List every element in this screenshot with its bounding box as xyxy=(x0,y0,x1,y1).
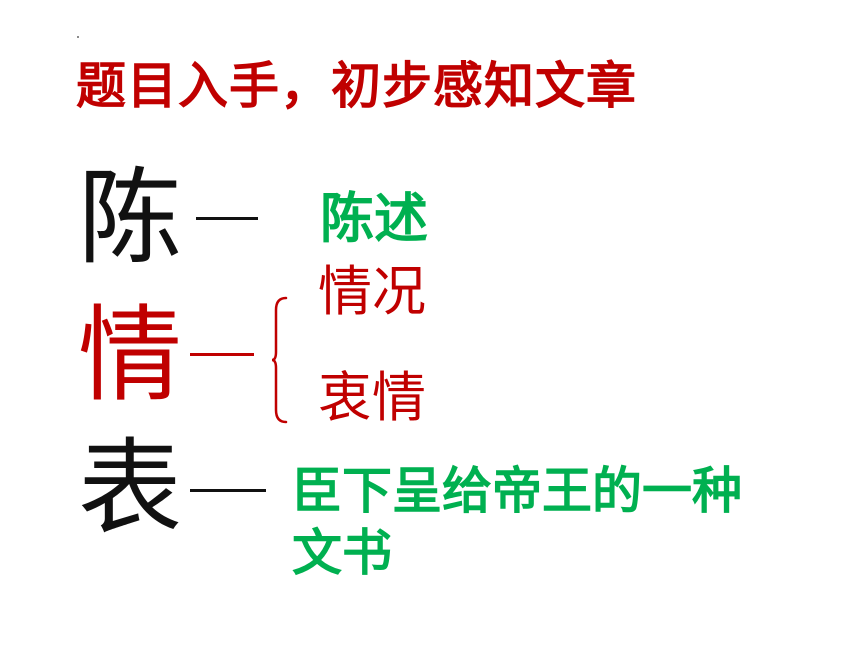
meaning-chen: 陈述 xyxy=(320,187,428,250)
dash-connector-qing xyxy=(190,353,254,356)
stray-dot xyxy=(77,36,79,38)
keyword-biao: 表 xyxy=(78,427,183,549)
slide-title: 题目入手，初步感知文章 xyxy=(76,57,637,115)
meaning-qing-2: 衷情 xyxy=(318,366,426,429)
left-brace-icon xyxy=(271,296,288,424)
keyword-chen: 陈 xyxy=(78,157,183,279)
dash-connector-biao xyxy=(190,489,266,492)
meaning-biao: 臣下呈给帝王的一种文书 xyxy=(292,462,742,582)
keyword-qing: 情 xyxy=(78,294,183,416)
meaning-qing-1: 情况 xyxy=(318,260,426,323)
dash-connector-chen xyxy=(196,217,258,220)
